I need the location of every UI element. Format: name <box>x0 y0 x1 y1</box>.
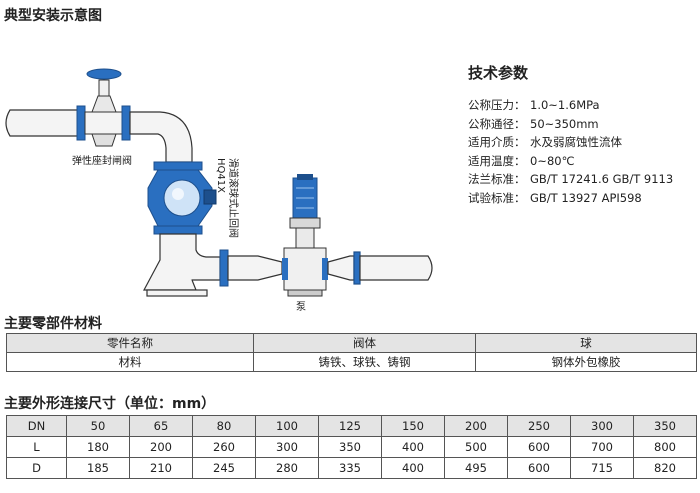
dims-table: DN 50 65 80 100 125 150 200 250 300 350 … <box>6 415 697 479</box>
pipe-right <box>327 251 433 285</box>
check-valve-model: HQ41X <box>215 158 226 193</box>
dims-row-label: DN <box>6 415 67 437</box>
dims-cell: 350 <box>318 436 382 458</box>
check-valve-flange-top <box>153 161 203 171</box>
dims-cell: 50 <box>66 415 130 437</box>
dims-cell: 300 <box>255 436 319 458</box>
check-valve-name: 滑道滚球式止回阀 <box>227 158 240 238</box>
dims-cell: 150 <box>381 415 445 437</box>
check-valve <box>147 169 217 227</box>
pump <box>282 174 328 297</box>
dims-row-d: D 185 210 245 280 335 400 495 600 715 82… <box>6 457 697 479</box>
pipe-lower <box>143 233 221 297</box>
dims-row-label: D <box>6 457 67 479</box>
dims-row-l: L 180 200 260 300 350 400 500 600 700 80… <box>6 436 697 458</box>
spec-label: 法兰标准： <box>468 172 526 186</box>
dims-cell: 715 <box>570 457 634 479</box>
dims-cell: 495 <box>444 457 508 479</box>
dims-cell: 500 <box>444 436 508 458</box>
dims-cell: 600 <box>507 436 571 458</box>
spec-label: 公称压力： <box>468 98 526 112</box>
dims-cell: 260 <box>192 436 256 458</box>
spec-row: 公称通径： 50~350mm <box>468 115 673 134</box>
spec-label: 适用温度： <box>468 153 526 168</box>
spec-value: 水及弱腐蚀性流体 <box>530 135 622 149</box>
spec-label: 公称通径： <box>468 116 526 131</box>
dims-row-label: L <box>6 436 67 458</box>
spec-label: 适用介质： <box>468 135 526 149</box>
dims-cell: 350 <box>633 415 697 437</box>
spec-value: 1.0~1.6MPa <box>530 98 600 112</box>
spec-row: 试验标准： GB/T 13927 API598 <box>468 189 673 208</box>
gate-valve-label: 弹性座封闸阀 <box>72 154 132 167</box>
specs-list: 公称压力： 1.0~1.6MPa 公称通径： 50~350mm 适用介质： 水及弱腐蚀… <box>468 96 673 207</box>
materials-cell: 钢体外包橡胶 <box>475 352 697 372</box>
dims-cell: 300 <box>570 415 634 437</box>
page-title: 典型安装示意图 <box>4 8 102 24</box>
dims-section-title: 主要外形连接尺寸（单位：mm） <box>4 396 216 412</box>
spec-value: 50~350mm <box>530 116 599 131</box>
gate-valve <box>84 68 124 147</box>
materials-table: 零件名称 阀体 球 材料 铸铁、球铁、铸钢 钢体外包橡胶 <box>6 333 697 372</box>
spec-row: 法兰标准： GB/T 17241.6 GB/T 9113 <box>468 170 673 189</box>
specs-title: 技术参数 <box>468 64 529 82</box>
dims-cell: 180 <box>66 436 130 458</box>
dims-row-dn: DN 50 65 80 100 125 150 200 250 300 350 <box>6 415 697 437</box>
materials-header-cell: 球 <box>475 333 697 353</box>
pipe-elbow <box>129 111 193 163</box>
dims-cell: 210 <box>129 457 193 479</box>
dims-cell: 250 <box>507 415 571 437</box>
dims-cell: 125 <box>318 415 382 437</box>
dims-cell: 600 <box>507 457 571 479</box>
pipe-to-pump <box>227 255 283 281</box>
pipe-flange-lower <box>219 249 229 287</box>
gate-valve-flange-left <box>76 105 86 141</box>
materials-row: 材料 铸铁、球铁、铸钢 钢体外包橡胶 <box>6 352 697 372</box>
dims-cell: 820 <box>633 457 697 479</box>
dims-cell: 400 <box>381 436 445 458</box>
dims-cell: 280 <box>255 457 319 479</box>
spec-row: 适用介质： 水及弱腐蚀性流体 <box>468 133 673 152</box>
dims-cell: 400 <box>381 457 445 479</box>
spec-value: 0~80℃ <box>530 153 575 168</box>
dims-cell: 200 <box>444 415 508 437</box>
spec-row: 公称压力： 1.0~1.6MPa <box>468 96 673 115</box>
materials-cell: 材料 <box>6 352 254 372</box>
spec-value: GB/T 17241.6 GB/T 9113 <box>530 172 674 186</box>
materials-cell: 铸铁、球铁、铸钢 <box>253 352 476 372</box>
dims-cell: 335 <box>318 457 382 479</box>
pipe-upper-left <box>5 109 79 137</box>
dims-cell: 700 <box>570 436 634 458</box>
materials-header-cell: 阀体 <box>253 333 476 353</box>
spec-row: 适用温度： 0~80℃ <box>468 152 673 171</box>
dims-cell: 800 <box>633 436 697 458</box>
dims-cell: 65 <box>129 415 193 437</box>
installation-diagram: 弹性座封闸阀 泵 HQ41X 滑道滚球式止回阀 <box>5 68 433 313</box>
pump-label: 泵 <box>296 301 306 313</box>
dims-cell: 100 <box>255 415 319 437</box>
spec-label: 试验标准： <box>468 190 526 205</box>
dims-cell: 185 <box>66 457 130 479</box>
materials-header-cell: 零件名称 <box>6 333 254 353</box>
check-valve-flange-bottom <box>153 225 203 235</box>
materials-section-title: 主要零部件材料 <box>4 316 102 332</box>
dims-cell: 245 <box>192 457 256 479</box>
gate-valve-flange-right <box>121 105 131 141</box>
dims-cell: 200 <box>129 436 193 458</box>
spec-value: GB/T 13927 API598 <box>530 190 642 205</box>
materials-header-row: 零件名称 阀体 球 <box>6 333 697 353</box>
dims-cell: 80 <box>192 415 256 437</box>
